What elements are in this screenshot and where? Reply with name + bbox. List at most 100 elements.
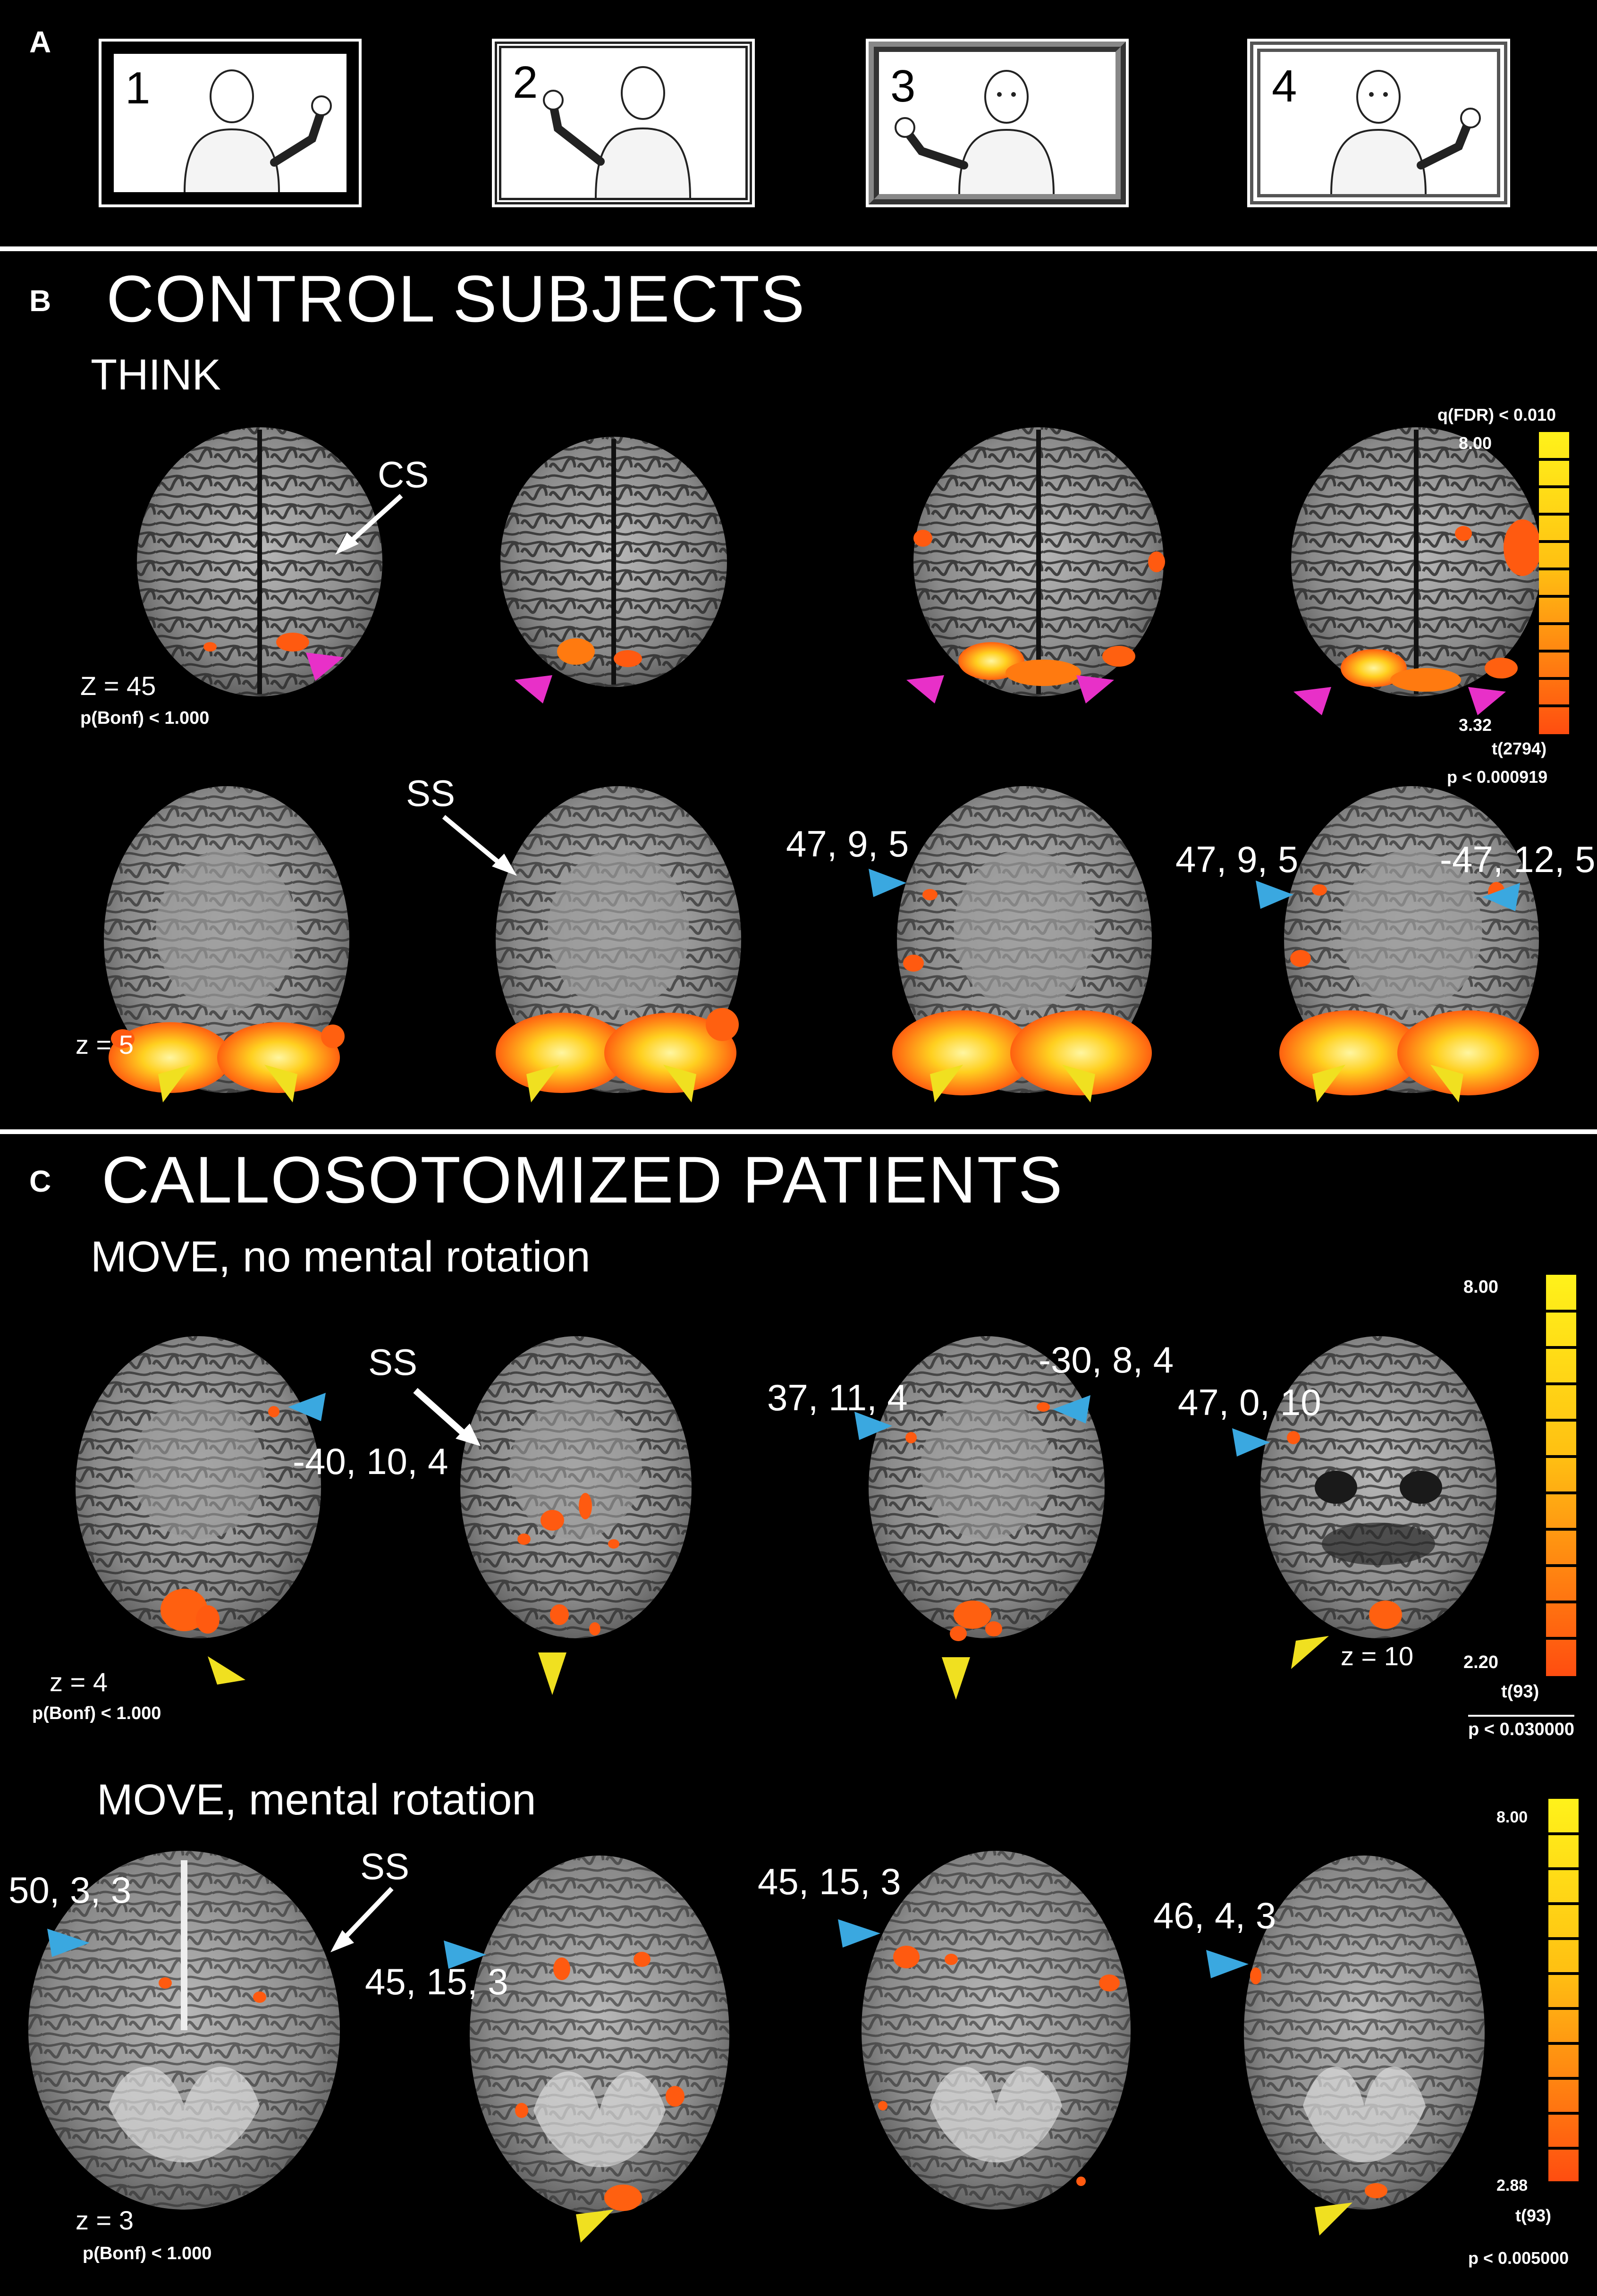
scale-c2-min: 2.88 (1496, 2177, 1528, 2194)
color-scale-bar-c1 (1546, 1275, 1576, 1676)
brain-slice-b1-2 (500, 437, 727, 687)
figure-front-view-3 (895, 70, 1055, 195)
yellow-arrowhead-c2-1 (576, 2210, 614, 2243)
panel-b-letter: B (29, 284, 51, 318)
yellow-arrowhead-b-6 (1062, 1065, 1095, 1102)
cyan-arrowhead-c2-1 (47, 1929, 90, 1957)
figure-back-view-1 (184, 69, 332, 193)
label-coord-b-1: 47, 9, 5 (786, 823, 909, 864)
cyan-arrowhead-c2-4 (1206, 1950, 1249, 1978)
label-z-45: Z = 45 (80, 671, 156, 701)
brain-slice-b2-3 (892, 786, 1152, 1095)
cyan-arrowhead-c1-1 (288, 1393, 326, 1421)
label-z-4: z = 4 (50, 1667, 108, 1697)
label-ss-c1: SS (368, 1341, 418, 1383)
brain-slice-c1-1 (76, 1336, 321, 1638)
brain-slice-c2-1 (28, 1851, 340, 2210)
label-z-3: z = 3 (76, 2205, 134, 2235)
stimulus-frame-3: 3 (866, 39, 1129, 207)
stimulus-frame-1: 1 (99, 39, 362, 207)
scale-b-p: p < 0.000919 (1447, 767, 1548, 787)
label-z-5: z = 5 (76, 1030, 134, 1059)
brain-slice-b1-4 (1291, 427, 1541, 696)
yellow-arrowhead-b-8 (1430, 1065, 1463, 1102)
panel-c-letter: C (29, 1164, 51, 1198)
yellow-arrowhead-c1-2 (538, 1652, 566, 1695)
yellow-arrowhead-b-2 (264, 1065, 297, 1102)
label-coord-c1-a: -40, 10, 4 (293, 1440, 448, 1482)
brain-slice-c2-4 (1244, 1855, 1485, 2210)
yellow-arrowhead-c1-1 (208, 1656, 245, 1685)
frame-number-4: 4 (1272, 61, 1297, 111)
scale-c1-df: t(93) (1501, 1682, 1539, 1702)
scale-c1-min: 2.20 (1463, 1652, 1498, 1672)
scale-c2-max: 8.00 (1496, 1808, 1528, 1826)
label-pbonf-b: p(Bonf) < 1.000 (80, 708, 210, 728)
brain-slice-b2-2 (496, 786, 741, 1093)
yellow-arrowhead-b-7 (1312, 1065, 1345, 1102)
brain-slice-c1-2 (460, 1336, 692, 1638)
cyan-arrowhead-b-1 (869, 869, 906, 897)
label-pbonf-c1: p(Bonf) < 1.000 (32, 1703, 161, 1723)
label-z-10: z = 10 (1341, 1641, 1414, 1671)
yellow-arrowhead-c1-4 (1291, 1636, 1329, 1669)
cyan-arrowhead-c1-4 (1232, 1428, 1270, 1457)
scale-b-min: 3.32 (1459, 715, 1492, 735)
stimulus-frame-4: 4 (1247, 39, 1510, 207)
brain-slice-b2-1 (104, 786, 349, 1093)
label-coord-c1-c: -30, 8, 4 (1039, 1339, 1174, 1381)
label-coord-c1-b: 37, 11, 4 (767, 1377, 908, 1418)
panel-c-subtitle-2: MOVE, mental rotation (97, 1776, 536, 1824)
label-ss-b: SS (406, 772, 456, 814)
label-coord-b-2: 47, 9, 5 (1175, 839, 1299, 880)
label-coord-c2-a: 50, 3, 3 (8, 1869, 132, 1911)
panel-c-subtitle-1: MOVE, no mental rotation (91, 1233, 591, 1281)
white-arrow-ss-c1 (413, 1388, 481, 1446)
pink-arrowhead-6 (1468, 687, 1506, 715)
yellow-arrowhead-b-4 (663, 1065, 696, 1102)
brain-slice-c2-3 (862, 1851, 1131, 2210)
panel-a-letter: A (29, 25, 51, 59)
pink-arrowhead-2 (515, 675, 552, 703)
label-coord-b-3: -47, 12, 5 (1440, 839, 1596, 880)
cyan-arrowhead-b-3 (1482, 883, 1520, 911)
stimulus-frame-2: 2 (492, 39, 755, 207)
brain-slice-c1-3 (869, 1336, 1105, 1641)
yellow-arrowhead-b-5 (930, 1065, 963, 1102)
divider-a-b (0, 246, 1597, 251)
cyan-arrowhead-c1-2 (854, 1412, 892, 1440)
scale-c2-p: p < 0.005000 (1468, 2248, 1569, 2268)
scale-b-df: t(2794) (1492, 739, 1547, 758)
label-coord-c2-c: 45, 15, 3 (758, 1861, 901, 1902)
pink-arrowhead-5 (1293, 687, 1331, 715)
figure-back-view-2 (543, 66, 691, 198)
label-ss-c2: SS (360, 1846, 410, 1887)
cyan-arrowhead-c1-3 (1053, 1395, 1090, 1423)
scale-b-max: 8.00 (1459, 433, 1492, 453)
frame-number-3: 3 (890, 61, 916, 111)
yellow-arrowhead-c2-2 (1315, 2203, 1352, 2236)
panel-b-title: CONTROL SUBJECTS (106, 262, 806, 336)
white-arrow-ss-c2 (330, 1887, 394, 1952)
figure-front-view-4 (1330, 70, 1481, 195)
label-pbonf-c2: p(Bonf) < 1.000 (83, 2244, 212, 2263)
label-coord-c2-d: 46, 4, 3 (1153, 1895, 1276, 1936)
label-coord-c2-b: 45, 15, 3 (365, 1961, 508, 2002)
label-cs: CS (378, 454, 429, 495)
cyan-arrowhead-c2-2 (444, 1940, 486, 1969)
panel-b-subtitle: THINK (91, 351, 221, 399)
white-arrow-ss-b (442, 815, 517, 876)
yellow-arrowhead-c1-3 (942, 1657, 970, 1700)
scale-c1-p: p < 0.030000 (1468, 1715, 1575, 1740)
white-arrow-cs (335, 494, 403, 555)
frame-number-2: 2 (513, 57, 538, 108)
pink-arrowhead-3 (906, 675, 944, 703)
divider-b-c (0, 1129, 1597, 1134)
brain-slice-c1-4 (1260, 1336, 1496, 1638)
cyan-arrowhead-c2-3 (838, 1919, 880, 1948)
pink-arrowhead-1 (306, 652, 344, 681)
label-coord-c1-d: 47, 0, 10 (1178, 1381, 1321, 1423)
frame-number-1: 1 (125, 63, 151, 113)
brain-slice-c2-2 (470, 1855, 729, 2214)
scale-b-qfdr: q(FDR) < 0.010 (1437, 405, 1556, 424)
